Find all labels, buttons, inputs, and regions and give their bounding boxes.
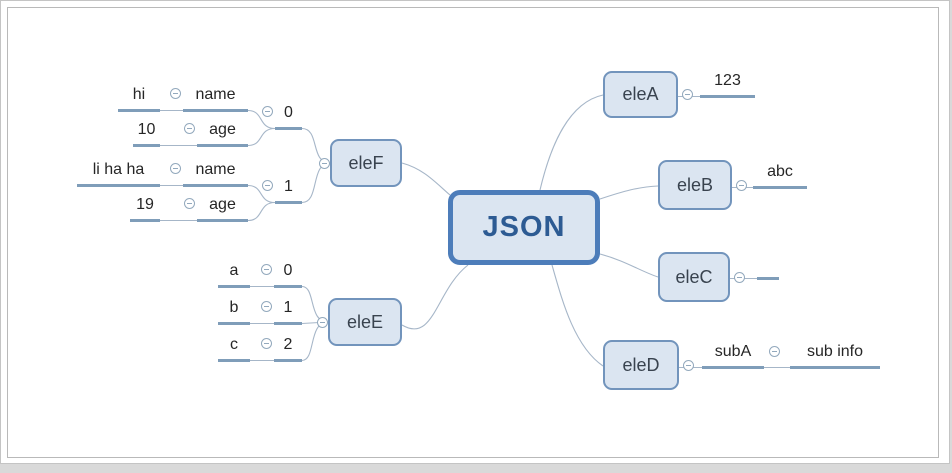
collapse-icon[interactable] <box>733 271 745 283</box>
minus-glyph <box>263 342 269 344</box>
node-subA[interactable]: subA <box>702 341 764 369</box>
node-e0-a[interactable]: a <box>218 260 250 288</box>
minus-glyph <box>685 364 691 366</box>
node-eleA[interactable]: eleA <box>603 71 678 118</box>
minus-glyph <box>736 276 742 278</box>
minus-glyph <box>172 167 178 169</box>
node-f1-name[interactable]: name <box>183 159 248 187</box>
node-eleF[interactable]: eleF <box>330 139 402 187</box>
node-val-123[interactable]: 123 <box>700 70 755 98</box>
minus-glyph <box>264 110 270 112</box>
node-val-abc[interactable]: abc <box>753 161 807 189</box>
minus-glyph <box>319 321 325 323</box>
collapse-icon[interactable] <box>260 263 272 275</box>
minus-glyph <box>321 162 327 164</box>
collapse-icon[interactable] <box>261 105 273 117</box>
collapse-icon[interactable] <box>260 337 272 349</box>
node-f-0[interactable]: 0 <box>275 102 302 130</box>
collapse-icon[interactable] <box>183 197 195 209</box>
node-eleB[interactable]: eleB <box>658 160 732 210</box>
root-node-root[interactable]: JSON <box>448 190 600 265</box>
minus-glyph <box>263 268 269 270</box>
node-f1-lihaha[interactable]: li ha ha <box>77 159 160 187</box>
minus-glyph <box>738 184 744 186</box>
collapse-icon[interactable] <box>169 162 181 174</box>
collapse-icon[interactable] <box>735 179 747 191</box>
node-f0-10[interactable]: 10 <box>133 119 160 147</box>
collapse-icon[interactable] <box>183 122 195 134</box>
node-sub-info[interactable]: sub info <box>790 341 880 369</box>
collapse-icon[interactable] <box>682 359 694 371</box>
collapse-icon[interactable] <box>260 300 272 312</box>
node-f0-name[interactable]: name <box>183 84 248 112</box>
node-f0-hi[interactable]: hi <box>118 84 160 112</box>
minus-glyph <box>172 92 178 94</box>
node-e1-b[interactable]: b <box>218 297 250 325</box>
collapse-icon[interactable] <box>316 316 328 328</box>
minus-glyph <box>684 94 690 95</box>
node-eleE[interactable]: eleE <box>328 298 402 346</box>
minus-glyph <box>186 202 192 204</box>
minus-glyph <box>263 305 269 307</box>
node-f0-age[interactable]: age <box>197 119 248 147</box>
minus-glyph <box>771 350 777 352</box>
collapse-icon[interactable] <box>768 345 780 357</box>
collapse-icon[interactable] <box>318 157 330 169</box>
node-e-0[interactable]: 0 <box>274 260 302 288</box>
node-f1-age[interactable]: age <box>197 194 248 222</box>
collapse-icon[interactable] <box>681 89 693 100</box>
collapse-icon[interactable] <box>169 87 181 99</box>
collapse-icon[interactable] <box>261 179 273 191</box>
node-eleC[interactable]: eleC <box>658 252 730 302</box>
node-e-2[interactable]: 2 <box>274 334 302 362</box>
minus-glyph <box>264 184 270 186</box>
minus-glyph <box>186 127 192 129</box>
node-eleD[interactable]: eleD <box>603 340 679 390</box>
node-f-1[interactable]: 1 <box>275 176 302 204</box>
node-f1-19[interactable]: 19 <box>130 194 160 222</box>
node-e-1[interactable]: 1 <box>274 297 302 325</box>
node-e2-c[interactable]: c <box>218 334 250 362</box>
node-val-empty[interactable] <box>757 252 779 280</box>
